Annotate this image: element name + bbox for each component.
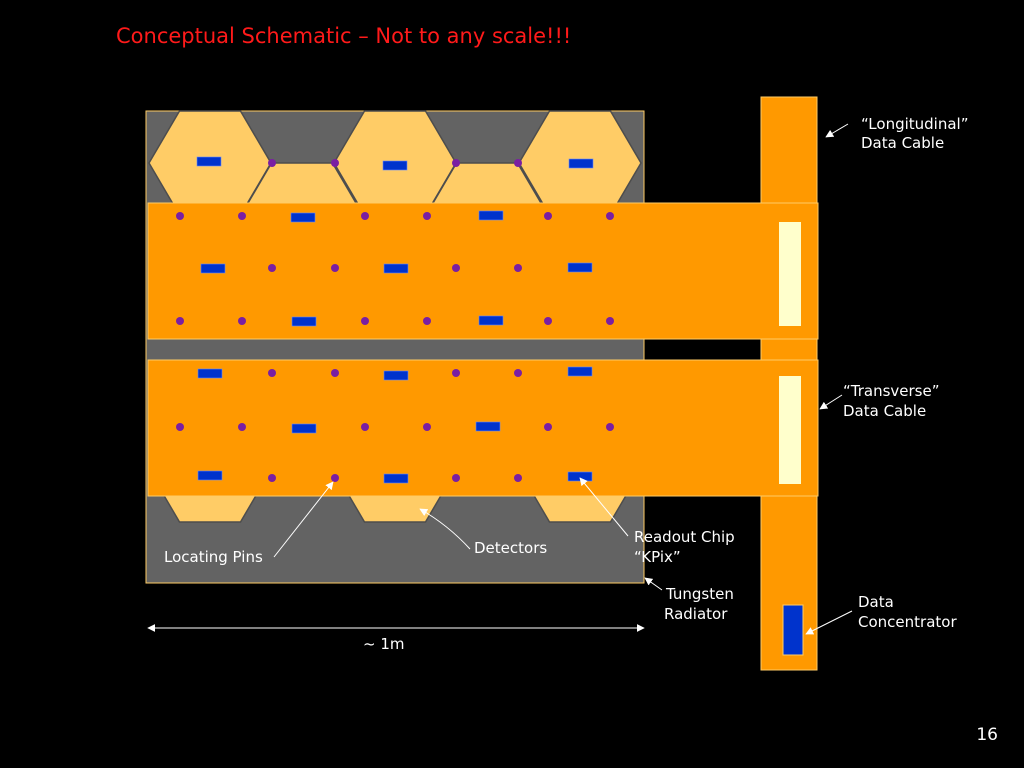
annotation-arrows <box>147 123 853 635</box>
cable-connector-lower <box>779 376 801 484</box>
transverse-cable-label: “Transverse” Data Cable <box>843 382 944 420</box>
readout-chip <box>383 370 409 381</box>
transverse-data-cable-lower <box>147 359 819 497</box>
arrow-icon <box>419 508 471 550</box>
readout-chip-label: Readout Chip “KPix” <box>634 528 739 566</box>
locating-pin <box>452 474 460 482</box>
locating-pin <box>361 423 369 431</box>
readout-chip <box>290 212 316 223</box>
locating-pin <box>452 159 460 167</box>
readout-chip <box>382 160 408 171</box>
locating-pin <box>176 212 184 220</box>
locating-pin <box>452 264 460 272</box>
locating-pin <box>423 212 431 220</box>
locating-pin <box>544 317 552 325</box>
locating-pin <box>452 369 460 377</box>
detectors-label: Detectors <box>474 539 547 557</box>
readout-chip <box>478 210 504 221</box>
arrow-icon <box>805 610 853 635</box>
readout-chip <box>567 471 593 482</box>
readout-chip <box>200 263 226 274</box>
locating-pin <box>331 264 339 272</box>
readout-chip <box>478 315 504 326</box>
locating-pin <box>514 264 522 272</box>
locating-pin <box>606 317 614 325</box>
locating-pin <box>331 369 339 377</box>
readout-chip <box>567 262 593 273</box>
locating-pin <box>268 474 276 482</box>
page-number: 16 <box>976 725 998 745</box>
tungsten-radiator-label: Tungsten Radiator <box>664 585 739 623</box>
locating-pin <box>514 369 522 377</box>
locating-pin <box>606 212 614 220</box>
locating-pin <box>268 159 276 167</box>
locating-pin <box>331 159 339 167</box>
locating-pin <box>544 212 552 220</box>
readout-chip <box>197 470 223 481</box>
locating-pin <box>544 423 552 431</box>
locating-pins-label: Locating Pins <box>164 548 263 566</box>
locating-pins <box>176 159 614 482</box>
cable-connector-upper <box>779 222 801 326</box>
readout-chip <box>196 156 222 167</box>
locating-pin <box>331 474 339 482</box>
locating-pin <box>423 317 431 325</box>
readout-chip <box>568 158 594 169</box>
locating-pin <box>176 317 184 325</box>
locating-pin <box>176 423 184 431</box>
locating-pin <box>268 264 276 272</box>
readout-chip <box>383 263 409 274</box>
locating-pin <box>361 317 369 325</box>
locating-pin <box>268 369 276 377</box>
locating-pin <box>514 474 522 482</box>
locating-pin <box>514 159 522 167</box>
locating-pin <box>361 212 369 220</box>
slide-title: Conceptual Schematic – Not to any scale!… <box>116 24 572 48</box>
arrow-icon <box>644 577 663 591</box>
locating-pin <box>606 423 614 431</box>
locating-pin <box>423 423 431 431</box>
locating-pin <box>238 423 246 431</box>
longitudinal-cable-label: “Longitudinal” Data Cable <box>861 115 973 152</box>
scale-label: ~ 1m <box>363 635 405 653</box>
readout-chip <box>475 421 501 432</box>
readout-chip <box>383 473 409 484</box>
readout-chips <box>196 156 594 484</box>
arrow-icon <box>579 477 629 537</box>
data-concentrator-label: Data Concentrator <box>858 593 957 631</box>
readout-chip <box>291 423 317 434</box>
arrow-icon <box>273 481 334 558</box>
readout-chip <box>197 368 223 379</box>
arrow-icon <box>825 123 849 138</box>
readout-chip <box>567 366 593 377</box>
locating-pin <box>238 212 246 220</box>
arrow-icon <box>819 394 843 410</box>
readout-chip <box>291 316 317 327</box>
locating-pin <box>238 317 246 325</box>
data-concentrator <box>782 604 804 656</box>
